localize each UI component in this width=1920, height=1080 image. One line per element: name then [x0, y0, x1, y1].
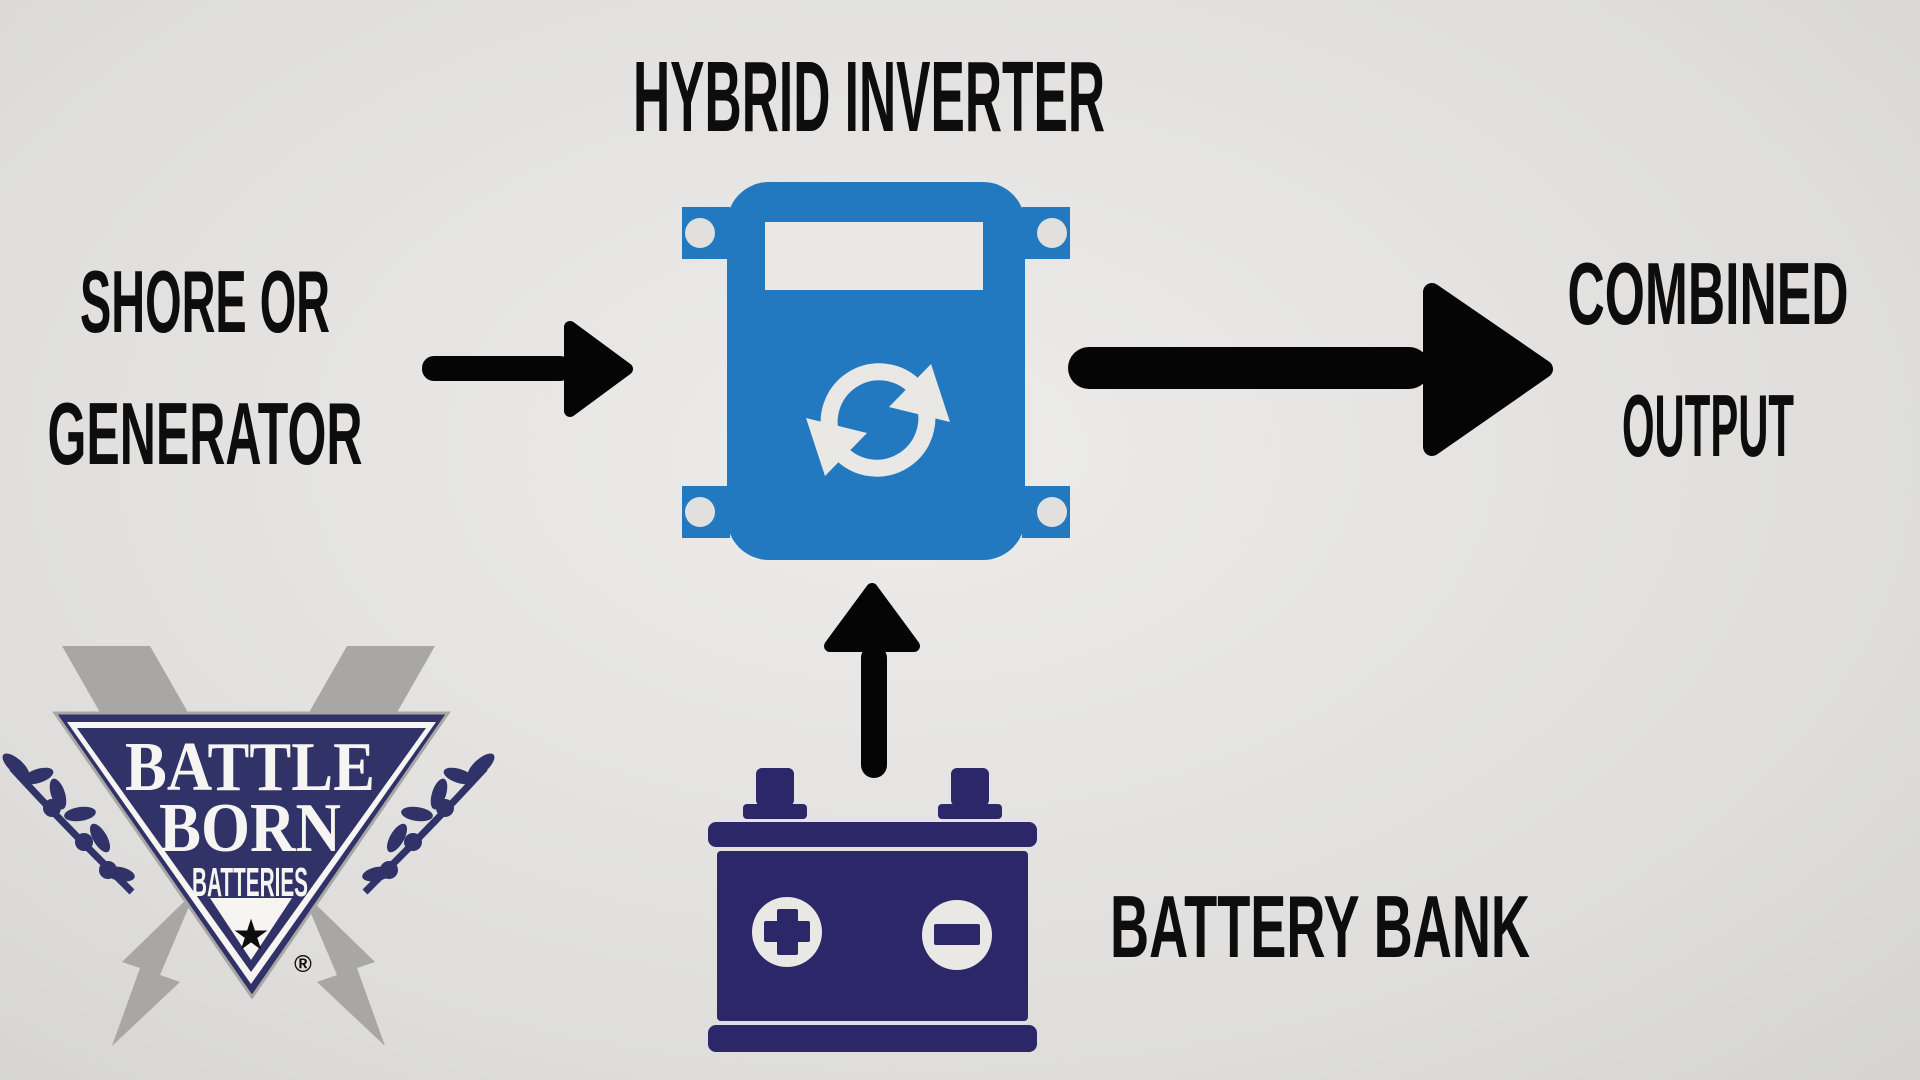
- battery-base: [708, 1025, 1037, 1052]
- sync-icon: [806, 363, 950, 477]
- branch-leaf: [64, 806, 96, 822]
- battery-body: [717, 851, 1028, 1021]
- branch-leaf: [2, 753, 30, 779]
- battery-terminal-base: [938, 804, 1002, 819]
- branch-berry: [75, 833, 93, 851]
- mount-notch: [685, 218, 715, 248]
- sync-arc: [820, 363, 923, 445]
- olive-branch-icon: [2, 753, 135, 895]
- logo-born-text: BORN: [159, 790, 341, 867]
- inverter-to-output-arrow: [1068, 283, 1553, 456]
- lightning-bolt-icon: [307, 646, 435, 716]
- combined-output-label-line1: COMBINED: [1568, 244, 1849, 343]
- battery-to-inverter-arrow: [824, 583, 920, 778]
- arrow-shaft: [861, 645, 887, 778]
- sync-arrow-head: [806, 418, 867, 476]
- battery-icon: [708, 768, 1037, 1052]
- star-icon: ★: [234, 915, 268, 957]
- diagram-title: HYBRID INVERTER: [633, 41, 1105, 153]
- shore-to-inverter-arrow: [422, 321, 633, 417]
- arrow-head-icon: [824, 583, 920, 652]
- branch-leaf: [22, 767, 54, 785]
- mount-notch: [1037, 218, 1067, 248]
- battery-lid: [708, 822, 1037, 847]
- inverter-display: [765, 222, 983, 290]
- sync-arc: [833, 395, 936, 477]
- battery-terminal: [951, 768, 989, 806]
- arrow-shaft: [1068, 347, 1430, 389]
- branch-leaf: [89, 823, 111, 853]
- shore-generator-label-line2: GENERATOR: [48, 384, 363, 483]
- branch-berry: [99, 861, 117, 879]
- arrow-shaft: [422, 356, 572, 381]
- sync-arrow-head: [889, 364, 950, 422]
- arrow-head-icon: [564, 321, 633, 417]
- battery-bank-label: BATTERY BANK: [1110, 877, 1530, 976]
- lightning-bolt-icon: [112, 890, 196, 1046]
- logo-star-panel: [210, 898, 292, 960]
- battery-terminal-base: [743, 804, 807, 819]
- branch-berry: [43, 799, 61, 817]
- plus-bar: [777, 909, 798, 955]
- lightning-bolt-icon: [62, 646, 190, 716]
- combined-output-label-line2: OUTPUT: [1622, 376, 1794, 475]
- shore-generator-label-line1: SHORE OR: [80, 252, 330, 351]
- hybrid-inverter-icon: [682, 182, 1070, 560]
- logo-batteries-text: BATTERIES: [192, 859, 308, 905]
- battle-born-logo: ★ BATTLE BORN BATTERIES ®: [2, 646, 498, 1046]
- mount-notch: [1037, 497, 1067, 527]
- lightning-bolt-icon: [301, 890, 385, 1046]
- logo-battle-text: BATTLE: [125, 729, 375, 806]
- registered-mark: ®: [294, 951, 312, 978]
- logo-triangle-inner: [77, 728, 426, 972]
- battery-terminal: [756, 768, 794, 806]
- arrow-head-icon: [1423, 283, 1553, 456]
- mount-notch: [685, 497, 715, 527]
- minus-bar: [934, 924, 980, 945]
